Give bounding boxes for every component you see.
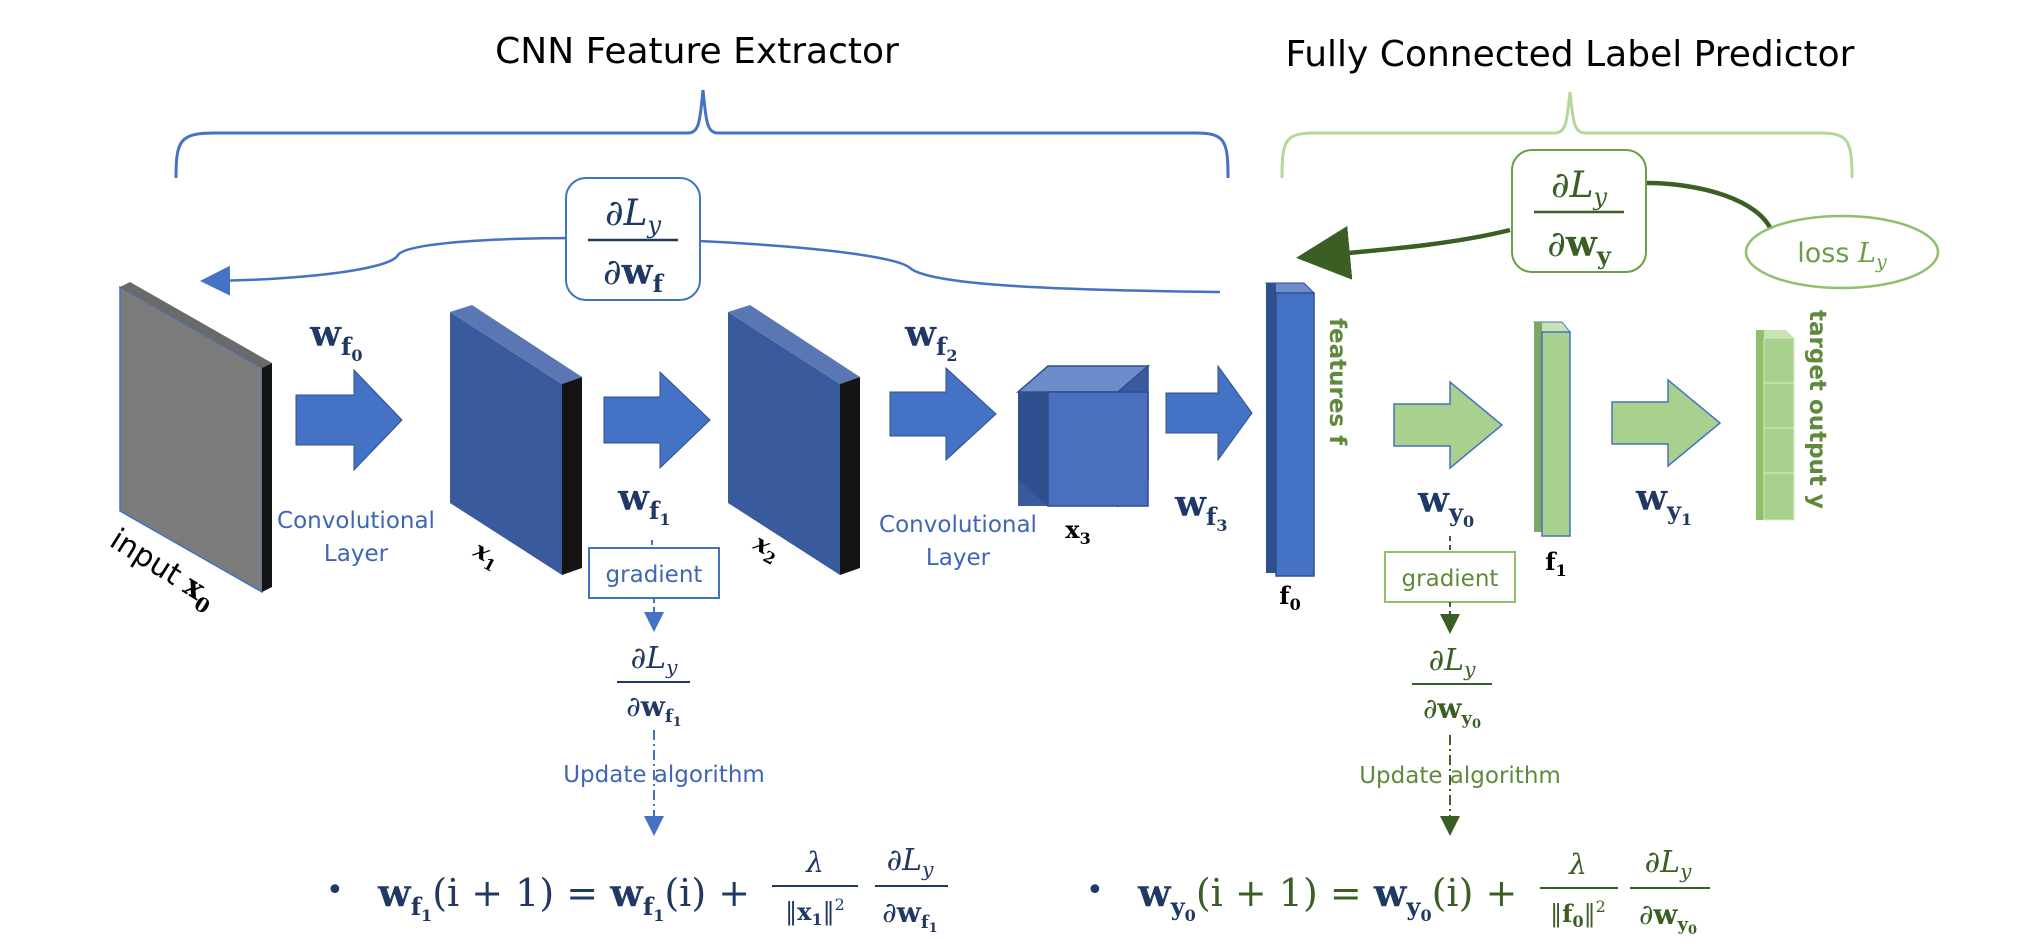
fc-brace xyxy=(1280,91,1854,179)
cnn-title: CNN Feature Extractor xyxy=(495,31,899,72)
update-equation-blue: • wf1(i + 1) = wf1(i) + λ ‖x1‖2 ∂Ly ∂wf1 xyxy=(326,843,948,936)
wy0-label: wy0 xyxy=(1417,479,1474,531)
frac-dL-dwf1: ∂Ly ∂wf1 xyxy=(617,641,690,730)
svg-text:gradient: gradient xyxy=(1402,566,1499,592)
fc-arrow-to-features xyxy=(1165,364,1253,462)
grad-box-wy: ∂Ly ∂wy xyxy=(1511,149,1647,273)
loss-ellipse: loss Ly xyxy=(1744,214,1940,290)
svg-text:∂Ly: ∂Ly xyxy=(605,193,662,239)
gradient-box-blue: gradient xyxy=(588,547,720,599)
svg-text:gradient: gradient xyxy=(606,562,703,588)
svg-text:wf1(i + 1) = wf1(i) +: wf1(i + 1) = wf1(i) + xyxy=(377,870,750,925)
conv-layer-label-1b: Layer xyxy=(324,541,389,567)
update-label-green: Update algorithm xyxy=(1359,763,1561,789)
conv-arrow-1 xyxy=(295,368,403,472)
svg-text:λ: λ xyxy=(805,846,824,879)
svg-text:∂wy0: ∂wy0 xyxy=(1639,898,1697,938)
wf1-label: wf1 xyxy=(617,477,670,529)
x2-slab xyxy=(728,305,860,575)
f1-label: f1 xyxy=(1545,547,1566,580)
wf3-label: wf3 xyxy=(1174,483,1227,535)
grad-box-wf: ∂Ly ∂wf xyxy=(565,177,701,301)
svg-text:loss Ly: loss Ly xyxy=(1797,238,1887,273)
f1-bar xyxy=(1532,321,1572,537)
cnn-brace xyxy=(174,89,1230,179)
conv-layer-label-2b: Layer xyxy=(926,545,991,571)
backprop-arrow-blue xyxy=(200,236,1221,296)
svg-text:λ: λ xyxy=(1568,848,1587,881)
svg-text:•: • xyxy=(326,873,344,908)
features-label: features f xyxy=(1324,318,1350,446)
svg-text:∂Ly: ∂Ly xyxy=(1429,643,1476,681)
x1-label: x1 xyxy=(466,534,505,576)
wf0-label: wf0 xyxy=(309,313,362,365)
svg-text:∂wy: ∂wy xyxy=(1547,223,1612,270)
input-slab xyxy=(119,282,272,594)
wf2-label: wf2 xyxy=(904,313,957,365)
target-output-column xyxy=(1756,330,1795,521)
fc-arrow-1 xyxy=(1393,380,1504,470)
x1-slab xyxy=(450,305,582,575)
f0-label: f0 xyxy=(1279,581,1300,614)
svg-text:∂wf1: ∂wf1 xyxy=(882,896,937,936)
svg-text:∂wf1: ∂wf1 xyxy=(626,690,681,730)
svg-text:wy0(i + 1) = wy0(i) +: wy0(i + 1) = wy0(i) + xyxy=(1137,870,1517,925)
update-equation-green: • wy0(i + 1) = wy0(i) + λ ‖f0‖2 ∂Ly ∂wy0 xyxy=(1086,845,1710,938)
svg-text:∂Ly: ∂Ly xyxy=(631,641,678,679)
svg-text:∂Ly: ∂Ly xyxy=(887,843,934,881)
svg-text:∂Ly: ∂Ly xyxy=(1551,165,1608,211)
fc-title: Fully Connected Label Predictor xyxy=(1286,34,1855,75)
svg-text:‖f0‖2: ‖f0‖2 xyxy=(1550,897,1606,931)
target-label: target output y xyxy=(1804,310,1830,509)
conv-arrow-3 xyxy=(889,366,997,462)
svg-text:‖x1‖2: ‖x1‖2 xyxy=(785,895,845,929)
conv-layer-label-1a: Convolutional xyxy=(277,508,435,534)
frac-dL-dwy0: ∂Ly ∂wy0 xyxy=(1412,643,1492,732)
svg-text:∂wf: ∂wf xyxy=(603,251,665,298)
svg-text:•: • xyxy=(1086,873,1104,908)
conv-arrow-2 xyxy=(603,370,711,470)
x3-cube xyxy=(1015,364,1151,508)
x3-label: x3 xyxy=(1065,515,1090,548)
svg-text:∂Ly: ∂Ly xyxy=(1645,845,1692,883)
fc-arrow-2 xyxy=(1611,378,1722,468)
backprop-arrow-green xyxy=(1305,180,1775,257)
update-path-blue xyxy=(652,540,654,628)
wy1-label: wy1 xyxy=(1635,477,1692,529)
features-bar xyxy=(1264,282,1316,577)
gradient-box-green: gradient xyxy=(1384,551,1516,603)
svg-text:∂wy0: ∂wy0 xyxy=(1423,692,1481,732)
update-label-blue: Update algorithm xyxy=(563,762,765,788)
conv-layer-label-2a: Convolutional xyxy=(879,512,1037,538)
